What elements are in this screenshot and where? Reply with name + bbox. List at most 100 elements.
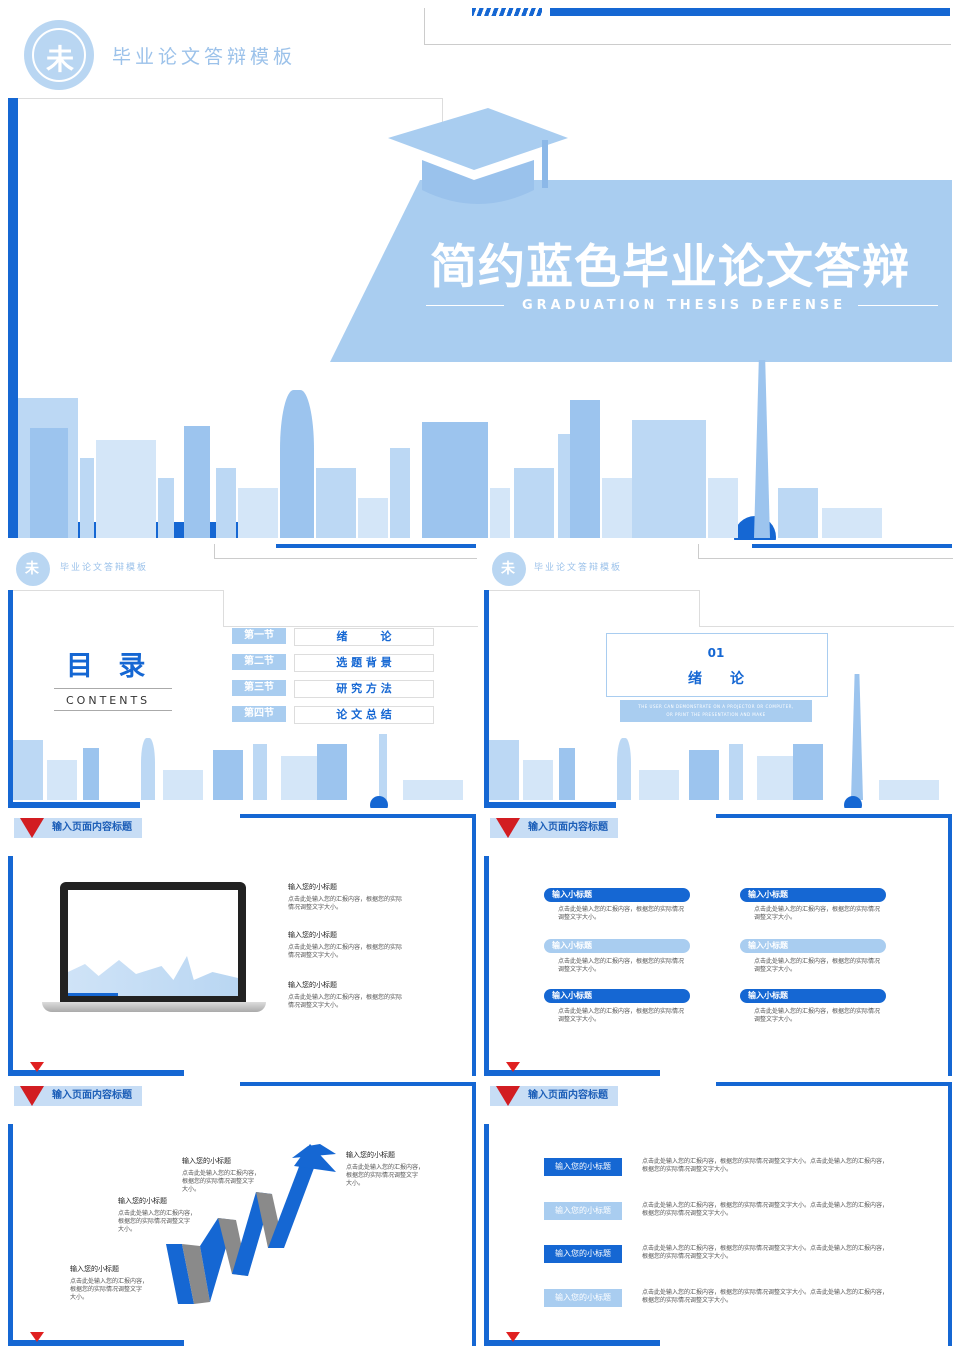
item-body: 根据您的实际情况调整文字大小。 bbox=[642, 1210, 733, 1217]
item-body: 点击此处输入您的汇报内容，根据您的实际情况 bbox=[754, 958, 881, 965]
item-body: 点击此处输入您的汇报内容， bbox=[118, 1210, 197, 1217]
page-title-tag: 输入页面内容标题 bbox=[14, 818, 142, 838]
toc-item-label: 论 文 总 结 bbox=[294, 706, 434, 724]
city-skyline bbox=[18, 360, 950, 538]
item-title: 输入您的小标题 bbox=[118, 1197, 167, 1205]
slide5-left-bar bbox=[484, 856, 489, 1076]
section-bottom-bar bbox=[484, 802, 616, 808]
growth-slide: 输入页面内容标题 输入您的小标题 点击此处输入您的汇报内容， 根据您的实际情况调… bbox=[0, 1078, 478, 1346]
slide5-right-bar bbox=[948, 814, 952, 1076]
item-title: 输入您的小标题 bbox=[288, 883, 337, 891]
inner-frame-line bbox=[18, 98, 442, 99]
pills-slide: 输入页面内容标题 输入小标题 点击此处输入您的汇报内容，根据您的实际情况 调整文… bbox=[482, 810, 960, 1076]
toc-top-bar bbox=[276, 544, 476, 548]
section-brand: 毕业论文答辩模板 bbox=[534, 563, 623, 573]
page-title-tag: 输入页面内容标题 bbox=[14, 1086, 142, 1106]
item-body: 点击此处输入您的汇报内容，根据您的实际情况调整文字大小。点击此处输入您的汇报内容… bbox=[642, 1289, 889, 1296]
page-title: 输入页面内容标题 bbox=[52, 822, 132, 833]
pill-label: 输入小标题 bbox=[740, 888, 886, 902]
slide7-right-bar bbox=[948, 1082, 952, 1346]
subtitle-line-right bbox=[858, 305, 938, 306]
section-blue-dot bbox=[844, 796, 862, 808]
small-logo: 未 bbox=[16, 552, 50, 586]
left-frame-bar bbox=[8, 98, 18, 538]
item-body: 点击此处输入您的汇报内容，根据您的实际情况 bbox=[558, 958, 685, 965]
list-label: 输入您的小标题 bbox=[544, 1245, 622, 1263]
slide7-left-bar bbox=[484, 1124, 489, 1346]
toc-item-label: 研 究 方 法 bbox=[294, 680, 434, 698]
pill-label: 输入小标题 bbox=[544, 888, 690, 902]
cover-title: 简约蓝色毕业论文答辩 bbox=[430, 240, 910, 295]
toc-brand: 毕业论文答辩模板 bbox=[60, 563, 149, 573]
small-logo: 未 bbox=[492, 552, 526, 586]
item-body: 点击此处输入您的汇报内容， bbox=[70, 1278, 149, 1285]
item-body: 根据您的实际情况调整文字大小。 bbox=[642, 1166, 733, 1173]
item-body: 调整文字大小。 bbox=[754, 1016, 797, 1023]
section-frame-bottom bbox=[699, 626, 954, 627]
section-skyline bbox=[489, 674, 949, 800]
slide5-bottom-bar bbox=[484, 1070, 660, 1076]
toc-frame-top bbox=[13, 590, 223, 591]
pill-label: 输入小标题 bbox=[544, 989, 690, 1003]
university-logo: 未 bbox=[24, 20, 94, 90]
section-box bbox=[606, 633, 828, 697]
item-body: 大小。 bbox=[182, 1186, 201, 1193]
item-title: 输入您的小标题 bbox=[288, 981, 337, 989]
red-marker bbox=[30, 1332, 44, 1342]
section-number: 01 bbox=[707, 646, 725, 660]
slide5-top-bar bbox=[716, 814, 952, 818]
toc-frame-right bbox=[223, 590, 224, 626]
section-note-1: THE USER CAN DEMONSTRATE ON A PROJECTOR … bbox=[638, 704, 794, 709]
pill-label: 输入小标题 bbox=[740, 939, 886, 953]
toc-top-frame bbox=[214, 544, 477, 559]
cover-slide: 未 毕业论文答辩模板 简约蓝色毕业论文答辩 GRADUATION THESIS … bbox=[0, 0, 960, 540]
red-marker bbox=[506, 1062, 520, 1072]
graduation-cap-icon bbox=[388, 108, 568, 204]
item-body: 调整文字大小。 bbox=[558, 1016, 601, 1023]
section-left-bar bbox=[484, 590, 489, 808]
item-body: 根据您的实际情况调整文字大小。 bbox=[642, 1253, 733, 1260]
toc-bottom-bar bbox=[8, 802, 140, 808]
pill-label: 输入小标题 bbox=[740, 989, 886, 1003]
item-body: 调整文字大小。 bbox=[754, 966, 797, 973]
laptop-slide: 输入页面内容标题 输入您的小标题 点击此处输入您的汇报内容，根据您的实际 情况调… bbox=[0, 810, 478, 1076]
section-top-frame bbox=[698, 544, 953, 559]
item-body: 点击此处输入您的汇报内容，根据您的实际情况 bbox=[754, 1008, 881, 1015]
toc-item-label: 选 题 背 景 bbox=[294, 654, 434, 672]
toc-skyline bbox=[13, 734, 473, 800]
item-body: 点击此处输入您的汇报内容，根据您的实际 bbox=[288, 896, 403, 903]
toc-title-line-bottom bbox=[54, 710, 172, 711]
list-slide: 输入页面内容标题 输入您的小标题 点击此处输入您的汇报内容，根据您的实际情况调整… bbox=[482, 1078, 960, 1346]
item-body: 点击此处输入您的汇报内容，根据您的实际情况调整文字大小。点击此处输入您的汇报内容… bbox=[642, 1158, 889, 1165]
toc-section-label: 第三节 bbox=[232, 680, 286, 696]
header-title: 毕业论文答辩模板 bbox=[112, 46, 297, 68]
item-body: 大小。 bbox=[118, 1226, 137, 1233]
growth-arrow-icon bbox=[166, 1144, 336, 1304]
item-body: 情况调整文字大小。 bbox=[288, 904, 343, 911]
slide4-bottom-bar bbox=[8, 1070, 184, 1076]
item-body: 点击此处输入您的汇报内容，根据您的实际 bbox=[288, 944, 403, 951]
section-note-2: OR PRINT THE PRESENTATION AND MAKE bbox=[666, 712, 766, 717]
item-title: 输入您的小标题 bbox=[182, 1157, 231, 1165]
section-note-band bbox=[620, 700, 812, 722]
slide4-left-bar bbox=[8, 856, 13, 1076]
item-body: 调整文字大小。 bbox=[754, 914, 797, 921]
item-body: 点击此处输入您的汇报内容，根据您的实际情况 bbox=[558, 1008, 685, 1015]
list-label: 输入您的小标题 bbox=[544, 1158, 622, 1176]
section-frame-top bbox=[489, 590, 699, 591]
toc-subtitle: CONTENTS bbox=[66, 694, 151, 707]
title-banner bbox=[330, 180, 952, 362]
slide6-left-bar bbox=[8, 1124, 13, 1346]
section-frame-right bbox=[699, 590, 700, 626]
laptop-base bbox=[42, 1002, 266, 1012]
item-body: 点击此处输入您的汇报内容，根据您的实际 bbox=[288, 994, 403, 1001]
pill-label: 输入小标题 bbox=[544, 939, 690, 953]
item-body: 情况调整文字大小。 bbox=[288, 952, 343, 959]
inner-frame-right bbox=[442, 98, 443, 128]
page-title-tag: 输入页面内容标题 bbox=[490, 818, 618, 838]
top-right-frame bbox=[424, 8, 951, 45]
item-body: 点击此处输入您的汇报内容，根据您的实际情况调整文字大小。点击此处输入您的汇报内容… bbox=[642, 1202, 889, 1209]
top-bar bbox=[550, 8, 950, 16]
toc-section-label: 第一节 bbox=[232, 628, 286, 644]
item-body: 点击此处输入您的汇报内容，根据您的实际情况调整文字大小。点击此处输入您的汇报内容… bbox=[642, 1245, 889, 1252]
